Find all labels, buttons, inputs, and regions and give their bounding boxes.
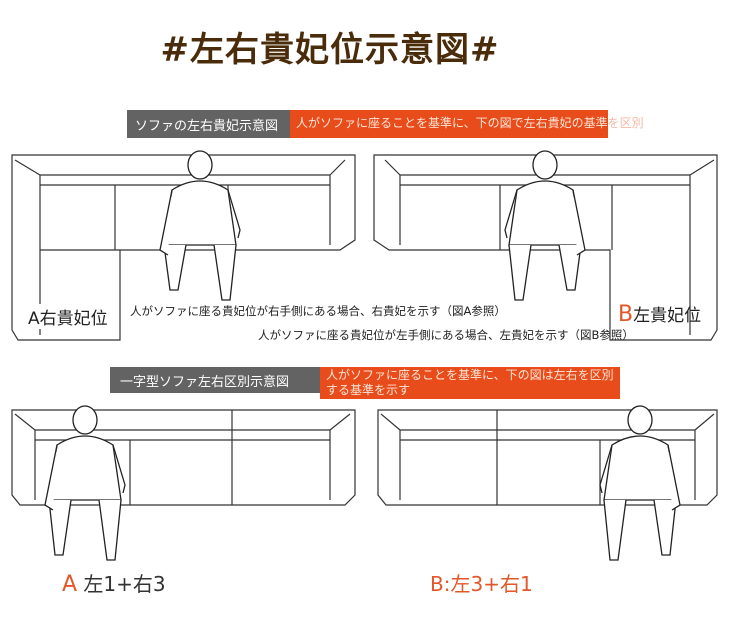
straight-sofa-b [377,409,718,506]
section1-banner-desc: 人がソファに座ることを基準に、下の図で左右貴妃の基準を区別 [290,110,644,138]
page-title: #左右貴妃位示意図# [160,30,500,70]
section2-banner-label: 一字型ソファ左右区別示意図 [110,367,320,393]
person-icon [599,405,681,561]
straight-sofa-a [11,409,356,506]
note-right-chaise: 人がソファに座る貴妃位が右手側にある場合、右貴妃を示す（図A参照） [130,304,506,318]
label-a-letter: A [62,572,78,597]
section1-banner-label: ソファの左右貴妃示意図 [127,110,290,138]
note-left-chaise: 人がソファに座る貴妃位が左手側にある場合、左貴妃を示す（図B参照） [258,328,634,342]
section1-banner-text: 人がソファに座ることを基準に、下の図で左右貴妃の基準 [296,116,608,130]
section1-banner-overflow: を区別 [607,116,644,130]
label-left-chaise: B左貴妃位 [618,301,701,327]
label-b-letter: B [618,302,634,327]
label-sofa-a: A 左1+右3 [62,568,166,597]
label-right-chaise: A右貴妃位 [28,304,108,329]
person-icon [159,150,241,301]
section2-banner-line2: する基準を示す [326,383,411,397]
person-icon [44,405,126,561]
label-a-text: 左1+右3 [83,572,166,596]
section2-banner-desc: 人がソファに座ることを基準に、下の図は左右を区別 する基準を示す [320,367,620,399]
label-sofa-b: B:左3+右1 [430,572,533,596]
person-icon [504,150,586,301]
section2-banner-line1: 人がソファに座ることを基準に、下の図は左右を区別 [326,368,614,382]
label-b-text: 左貴妃位 [633,306,702,326]
